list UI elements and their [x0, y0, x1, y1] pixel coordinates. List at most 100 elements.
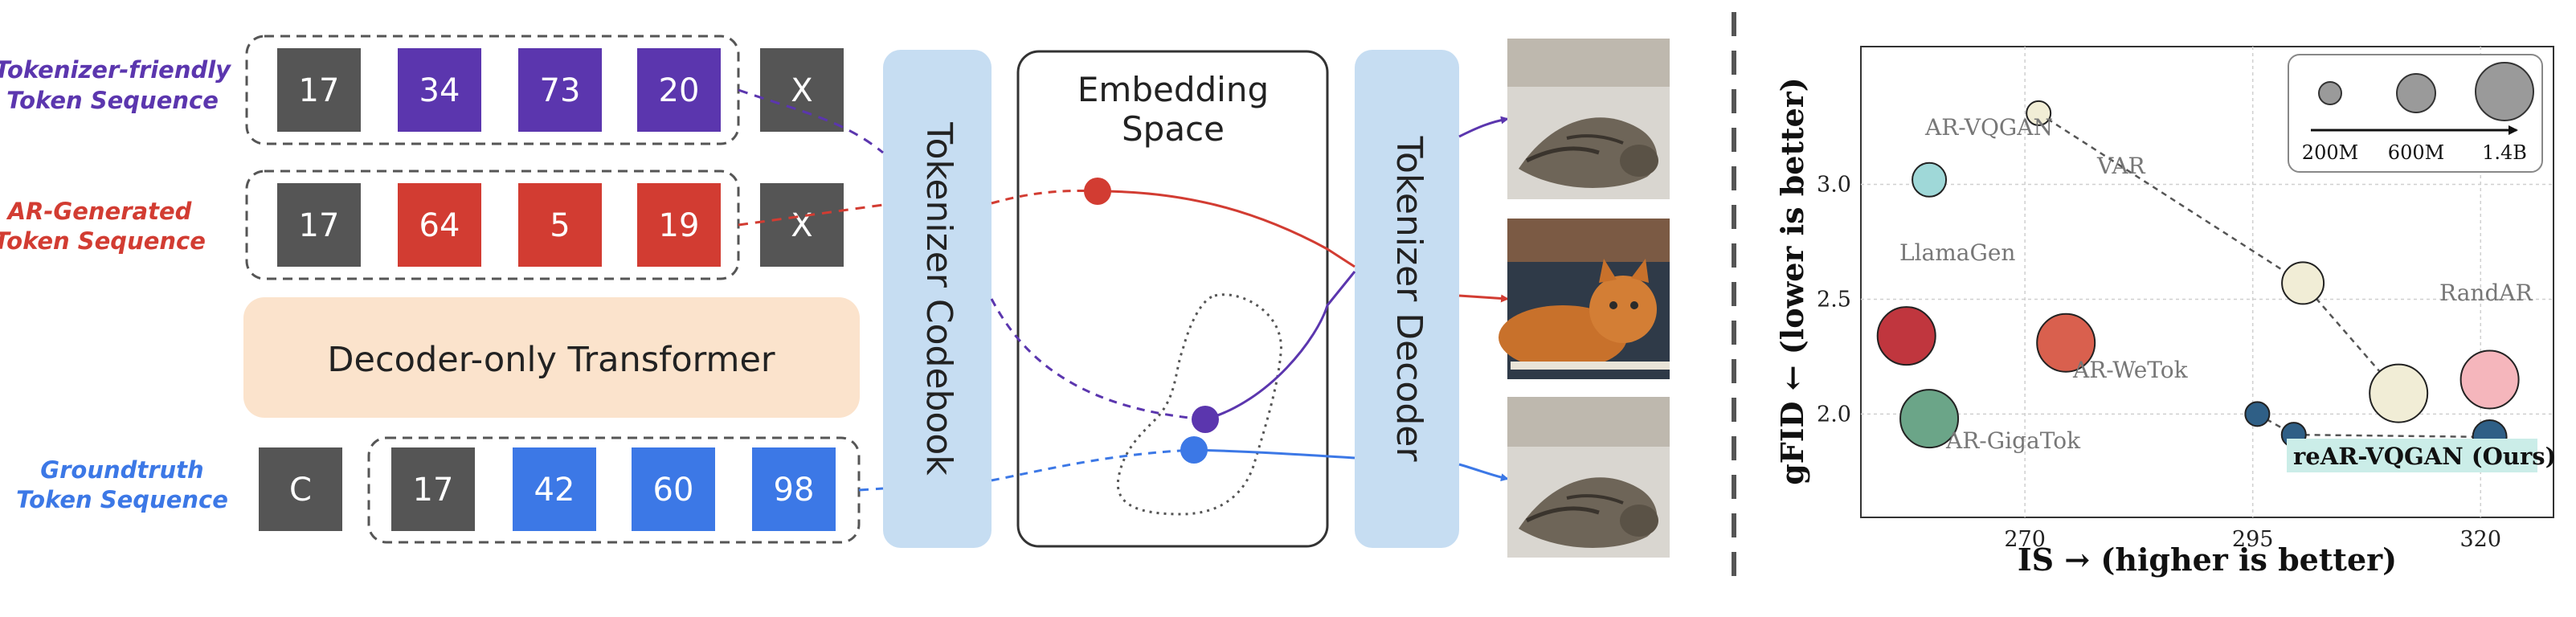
decoder-label: Tokenizer Decoder — [1388, 136, 1429, 463]
point-label-ar-wetok: AR-WeTok — [2072, 357, 2189, 383]
label-gt-line2: Token Sequence — [16, 486, 228, 513]
decoder-panel — [1355, 50, 1459, 548]
transformer-block — [243, 297, 860, 418]
token-value: 17 — [413, 472, 454, 509]
data-point-ar-wetok — [2036, 313, 2096, 373]
token-box — [760, 48, 844, 132]
token-box — [518, 48, 602, 132]
friendly-to-codebook-line — [738, 88, 884, 154]
embedding-label-line2: Space — [1122, 109, 1225, 149]
embedding-space-panel — [1016, 50, 1329, 548]
label-ar-line1: AR-Generated — [6, 198, 192, 225]
point-label-var: VAR — [2096, 153, 2146, 179]
y-tick-label: 2.0 — [1817, 402, 1851, 427]
token-value: 64 — [419, 207, 460, 244]
condition-token-value: C — [289, 472, 312, 509]
y-tick-label: 2.5 — [1817, 287, 1851, 312]
token-box — [513, 447, 596, 531]
data-point-var-large — [2369, 363, 2429, 423]
red-decoder-to-image — [1458, 294, 1509, 303]
size-legend: 200M 600M 1.4B — [2288, 54, 2543, 173]
codebook-panel — [883, 50, 992, 548]
blue-codebook-to-embedding — [991, 448, 1195, 482]
token-box — [637, 48, 721, 132]
ar-to-codebook-line — [738, 203, 884, 227]
data-point-var — [2026, 100, 2052, 126]
label-friendly-line2: Token Sequence — [6, 87, 219, 114]
legend-label-200m: 200M — [2302, 141, 2358, 164]
blue-embedding-point — [1180, 436, 1208, 464]
token-value: 17 — [299, 207, 340, 244]
purple-codebook-to-embedding — [990, 298, 1206, 421]
legend-marker-medium — [2396, 73, 2436, 113]
label-ar-line2: Token Sequence — [0, 227, 206, 255]
token-value: X — [791, 207, 812, 244]
token-value: 5 — [550, 207, 570, 244]
point-label-ours: reAR-VQGAN (Ours) — [2293, 443, 2556, 470]
embedding-region-outline — [1116, 293, 1282, 516]
token-box — [760, 183, 844, 267]
data-point-ar-gigatok — [1899, 389, 1960, 449]
output-image-middle — [1499, 219, 1670, 379]
y-axis-label: gFID ← (lower is better) — [1774, 77, 1810, 485]
label-friendly-line1: Tokenizer-friendly — [0, 56, 231, 84]
blue-embedding-to-decoder — [1193, 448, 1355, 460]
legend-label-1-4b: 1.4B — [2482, 141, 2527, 164]
output-image-bottom — [1507, 397, 1670, 558]
transformer-label: Decoder-only Transformer — [327, 340, 775, 380]
x-tick-label: 295 — [2232, 527, 2274, 552]
ours-label-highlight — [2287, 439, 2537, 472]
red-embedding-point — [1084, 178, 1111, 205]
purple-decoder-to-image — [1458, 116, 1509, 138]
label-gt-line1: Groundtruth — [40, 456, 203, 484]
data-point-ar-vqgan — [1912, 161, 1948, 198]
red-embedding-to-decoder — [1097, 190, 1355, 268]
axis-ticks: 270 295 320 2.0 2.5 3.0 — [1817, 173, 2501, 552]
friendly-tokens: 17 34 73 20 X — [277, 48, 844, 132]
point-label-ar-gigatok: AR-GigaTok — [1945, 427, 2081, 454]
purple-embedding-to-decoder — [1204, 271, 1356, 421]
x-axis-label: IS → (higher is better) — [2018, 541, 2397, 578]
output-image-top — [1507, 39, 1670, 199]
token-box — [391, 447, 475, 531]
token-box — [518, 183, 602, 267]
token-value: 34 — [419, 72, 460, 109]
purple-embedding-point — [1192, 406, 1219, 433]
token-box — [632, 447, 715, 531]
token-box — [277, 48, 361, 132]
x-tick-label: 320 — [2459, 527, 2501, 552]
ar-tokens: 17 64 5 19 X — [277, 183, 844, 267]
token-box — [398, 183, 481, 267]
legend-marker-large — [2475, 62, 2534, 121]
token-value: X — [791, 72, 812, 109]
data-point-var-mid — [2281, 261, 2325, 305]
codebook-label: Tokenizer Codebook — [918, 121, 959, 476]
token-value: 98 — [774, 472, 815, 509]
y-tick-label: 3.0 — [1817, 173, 1851, 198]
token-value: 42 — [534, 472, 575, 509]
data-point-llamagen — [1876, 306, 1936, 366]
token-value: 19 — [659, 207, 700, 244]
token-box — [398, 48, 481, 132]
data-point-randar — [2459, 349, 2520, 410]
gt-to-codebook-line — [858, 487, 884, 492]
point-label-randar: RandAR — [2439, 280, 2533, 306]
token-box — [637, 183, 721, 267]
token-box — [277, 183, 361, 267]
token-value: 17 — [299, 72, 340, 109]
condition-token-box — [259, 447, 342, 531]
x-tick-label: 270 — [2004, 527, 2046, 552]
blue-decoder-to-image — [1458, 463, 1509, 482]
point-label-ar-vqgan: AR-VQGAN — [1924, 114, 2053, 141]
legend-marker-small — [2318, 81, 2342, 105]
legend-label-600m: 600M — [2388, 141, 2444, 164]
data-point-rear-vqgan-ours-1 — [2244, 401, 2271, 427]
token-value: 20 — [659, 72, 700, 109]
groundtruth-tokens: 17 42 60 98 — [391, 447, 836, 531]
token-value: 60 — [653, 472, 694, 509]
token-box — [752, 447, 836, 531]
token-value: 73 — [540, 72, 581, 109]
embedding-label-line1: Embedding — [1077, 70, 1269, 109]
